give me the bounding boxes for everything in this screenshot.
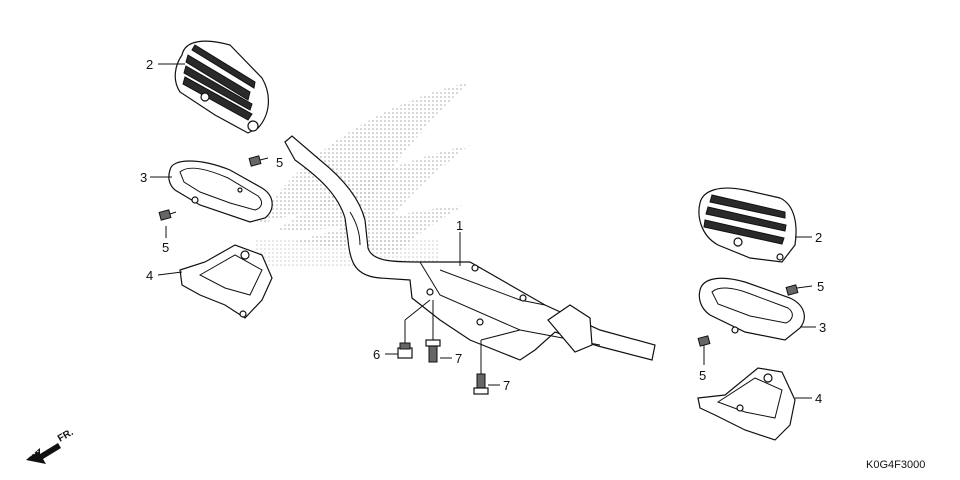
step-holder-left — [168, 160, 273, 223]
step-cover-left — [179, 244, 273, 319]
callout-screw-right-lower: 5 — [699, 368, 706, 383]
callout-step-cover-right: 4 — [815, 391, 822, 406]
callout-main-bar: 1 — [456, 218, 463, 233]
callout-nut: 6 — [373, 347, 380, 362]
callout-step-holder-right: 3 — [819, 320, 826, 335]
bolt-lower — [473, 329, 521, 395]
step-holder-right — [698, 277, 805, 341]
nut — [397, 299, 431, 359]
direction-label: FR. — [56, 427, 76, 445]
step-cover-right — [697, 367, 796, 441]
leader-lines — [150, 63, 816, 399]
front-direction-arrow: FR. — [26, 427, 76, 464]
callout-screw-lower-left: 5 — [162, 240, 169, 255]
callout-step-rubber-right: 2 — [815, 230, 822, 245]
screw-lower-left — [158, 209, 177, 221]
callout-step-holder-left: 3 — [140, 170, 147, 185]
diagram-code: K0G4F3000 — [866, 459, 925, 471]
screw-right-upper — [785, 284, 813, 296]
bolt-upper — [425, 300, 441, 363]
step-rubber-right — [698, 187, 797, 263]
screw-right-lower — [697, 335, 711, 365]
main-step-bar — [284, 135, 656, 361]
callout-step-cover-left: 4 — [146, 268, 153, 283]
callout-bolt-lower: 7 — [503, 378, 510, 393]
callout-bolt-upper: 7 — [455, 351, 462, 366]
callout-step-rubber-left: 2 — [146, 57, 153, 72]
callout-screw-right-upper: 5 — [817, 279, 824, 294]
screw-upper-left — [248, 155, 269, 167]
callout-screw-upper-left: 5 — [276, 155, 283, 170]
step-rubber-left — [174, 40, 269, 134]
